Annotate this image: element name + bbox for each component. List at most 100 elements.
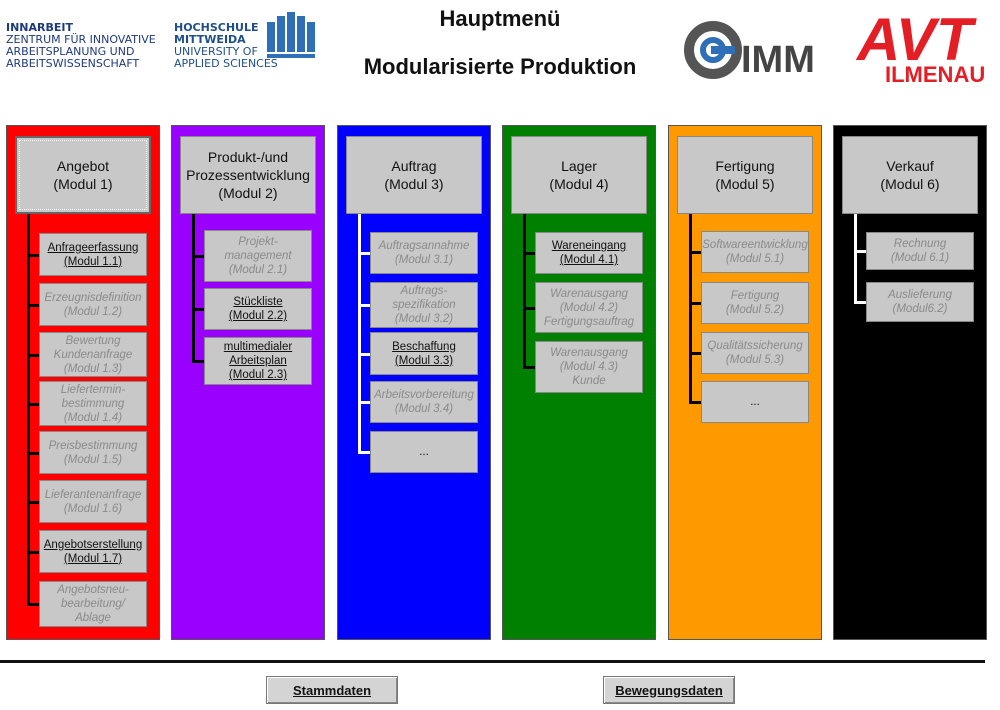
- submodule-label-line2: (Modul 5.3): [725, 354, 785, 366]
- tree-branch-line: [27, 500, 39, 504]
- module-title-line1: Fertigung: [715, 158, 775, 174]
- tree-branch-line: [27, 402, 39, 406]
- submodule-button[interactable]: ...: [701, 381, 809, 423]
- submodule-label-line1: Qualitätssicherung: [707, 340, 803, 352]
- module-column-fertigung: Fertigung (Modul 5) Softwareentwicklung (Mo…: [668, 125, 822, 640]
- submodule-button[interactable]: Wareneingang(Modul 4.1): [535, 232, 643, 274]
- module-title-line2: (Modul 1): [53, 176, 113, 192]
- tree-branch-line: [27, 303, 39, 307]
- module-column-auftrag: Auftrag(Modul 3)Auftragsannahme(Modul 3.…: [337, 125, 491, 640]
- module-title-line2: (Modul 6): [880, 176, 940, 192]
- innarbeit-name: INNARBEIT: [6, 21, 73, 34]
- tree-branch-line: [358, 304, 370, 307]
- imm-logo-text: IMM: [741, 39, 815, 81]
- submodule-label-line2: (Modul 4.2): [559, 301, 619, 314]
- module-column-lager: Lager(Modul 4)Wareneingang(Modul 4.1)War…: [502, 125, 656, 640]
- submodule-label-line1: Warenausgang: [550, 347, 628, 359]
- submodule-label-line1: Auftragsannahme: [378, 240, 470, 252]
- avt-logo-sub: ILMENAU: [885, 62, 985, 86]
- submodule-button: Warenausgang(Modul 4.3)Kunde: [535, 341, 643, 393]
- submodule-label-line2: bestimmung: [61, 397, 125, 410]
- submodule-label-line1: multimedialer: [223, 341, 293, 353]
- module-button-lager[interactable]: Lager (Modul 4): [511, 136, 647, 214]
- innarbeit-line3: ARBEITSWISSENSCHAFT: [6, 57, 140, 70]
- module-title-line1: Verkauf: [886, 158, 934, 174]
- submodule-label-line1: Angebotsneu-: [57, 584, 129, 596]
- submodule-label-line1: ...: [750, 396, 760, 408]
- submodule-label-line2: (Modul 5.1): [725, 253, 785, 265]
- tree-connector-line: [689, 214, 692, 404]
- submodule-label-line3: Fertigungsauftrag: [543, 315, 635, 328]
- submodule-label-line1: Auslieferung: [888, 289, 952, 301]
- submodule-label-line1: Stückliste: [233, 296, 283, 308]
- avt-ilmenau-logo: AVT ILMENAU: [855, 6, 985, 86]
- tree-connector-line: [854, 214, 857, 304]
- hsmw-line3: UNIVERSITY OF: [174, 45, 258, 58]
- submodule-button: Arbeitsvorbereitung (Modul 3.4): [370, 381, 478, 423]
- module-column-verkauf: Verkauf(Modul 6)Rechnung(Modul 6.1)Ausli…: [833, 125, 987, 640]
- module-button-auftrag[interactable]: Auftrag(Modul 3): [346, 136, 482, 214]
- submodule-label-line1: Rechnung: [893, 238, 947, 250]
- module-button-fertigung[interactable]: Fertigung (Modul 5): [677, 136, 813, 214]
- stammdaten-button[interactable]: Stammdaten: [266, 676, 398, 704]
- module-title-line1: Lager: [561, 158, 597, 174]
- tree-branch-line: [192, 255, 204, 258]
- submodule-button[interactable]: Stückliste(Modul 2.2): [204, 288, 312, 330]
- submodule-button: Fertigung(Modul 5.2): [701, 282, 809, 324]
- module-button-verkauf[interactable]: Verkauf (Modul 6): [842, 136, 978, 214]
- module-title-line2: (Modul 4): [549, 176, 609, 192]
- submodule-label-line1: Wareneingang: [551, 240, 627, 252]
- submodule-button: Erzeugnisdefinition(Modul 1.2): [39, 283, 147, 326]
- submodule-label-line2: (Modul 1.2): [63, 305, 123, 318]
- title-sub: Modularisierte Produktion: [363, 54, 637, 79]
- submodule-label-line1: Erzeugnisdefinition: [44, 291, 142, 304]
- submodule-label-line1: Bewertung: [65, 334, 121, 347]
- tree-branch-line: [358, 451, 370, 454]
- submodule-button[interactable]: Beschaffung(Modul 3.3): [370, 332, 478, 375]
- submodule-button[interactable]: Angebotserstellung(Modul 1.7): [39, 530, 147, 573]
- submodule-button: Softwareentwicklung (Modul 5.1): [701, 231, 809, 273]
- submodule-label-line2: (Modul 3.4): [394, 403, 454, 415]
- submodule-label-line1: Angebotserstellung: [43, 538, 143, 551]
- submodule-button[interactable]: ...: [370, 431, 478, 473]
- submodule-button: Lieferantenanfrage(Modul 1.6): [39, 480, 147, 523]
- module-title-line1: Angebot: [56, 158, 110, 174]
- module-title-line1: Auftrag: [391, 158, 437, 174]
- tree-connector-line: [27, 214, 30, 606]
- submodule-label-line1: Arbeitsvorbereitung: [374, 389, 474, 401]
- tree-branch-line: [523, 366, 535, 369]
- submodule-label-line3: Kunde: [572, 375, 606, 387]
- stammdaten-label: Stammdaten: [292, 682, 372, 698]
- submodule-button[interactable]: Anfrageerfassung(Modul 1.1): [39, 233, 147, 276]
- tree-branch-line: [689, 251, 701, 254]
- tree-branch-line: [854, 250, 866, 253]
- tree-branch-line: [689, 401, 701, 404]
- module-button-angebot[interactable]: Angebot (Modul 1): [15, 136, 151, 214]
- tree-branch-line: [523, 252, 535, 255]
- footer-divider: [0, 660, 985, 663]
- bewegungsdaten-button[interactable]: Bewegungsdaten: [603, 676, 735, 704]
- submodule-button: Projekt-management(Modul 2.1): [204, 230, 312, 282]
- avt-logo-text: AVT: [855, 6, 977, 73]
- submodule-label-line3: (Modul 1.4): [63, 411, 123, 424]
- tree-branch-line: [358, 352, 370, 356]
- submodule-label-line2: (Modul 3.3): [394, 354, 454, 367]
- submodule-label-line1: Projekt-: [238, 236, 278, 248]
- tree-branch-line: [358, 401, 370, 404]
- submodule-button: Angebotsneu-bearbeitung/Ablage: [39, 581, 147, 627]
- submodule-button: Auslieferung(Modul6.2): [866, 282, 974, 322]
- tree-branch-line: [27, 603, 39, 606]
- submodule-label-line1: Auftrags-: [400, 285, 448, 297]
- submodule-label-line1: Warenausgang: [550, 287, 628, 300]
- tree-branch-line: [27, 550, 39, 554]
- hsmw-line1: HOCHSCHULE: [174, 21, 259, 34]
- tree-branch-line: [27, 253, 39, 257]
- submodule-label-line1: Softwareentwicklung: [702, 239, 808, 251]
- submodule-label-line2: Kundenanfrage: [53, 348, 133, 361]
- module-title-line1: Produkt-/und: [207, 149, 289, 165]
- submodule-button: Auftragsannahme(Modul 3.1): [370, 232, 478, 274]
- module-title-line2: (Modul 5): [715, 176, 775, 192]
